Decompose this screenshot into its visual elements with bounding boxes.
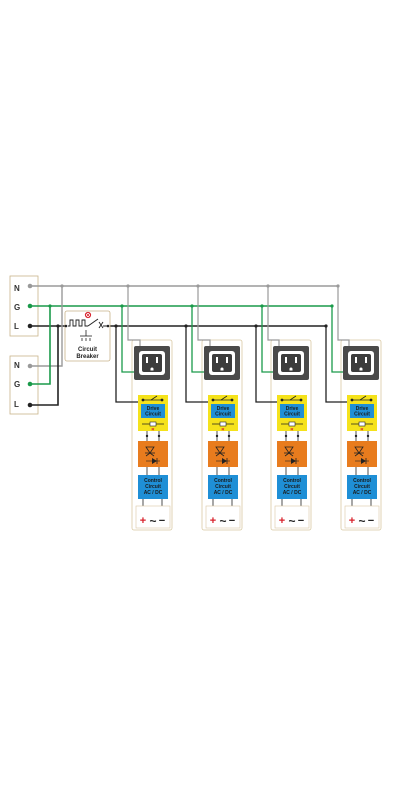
terminal-label-n: N — [14, 284, 20, 293]
terminal-label-n: N — [14, 361, 20, 370]
minus-sign: − — [298, 515, 304, 527]
terminal-label-g: G — [14, 380, 20, 389]
led-icon — [216, 458, 230, 464]
drive-label-line2: Circuit — [215, 412, 231, 418]
neutral-tap-wire — [127, 286, 141, 348]
optocoupler-box — [208, 441, 238, 467]
breaker-indicator-icon — [84, 311, 92, 319]
ground-tap-wire — [191, 306, 204, 373]
control-label-line3: AC / DC — [214, 490, 233, 496]
drive-label-line2: Circuit — [284, 412, 300, 418]
line-tap-wire — [185, 326, 213, 403]
circuit-breaker: Circuit Breaker — [64, 310, 111, 362]
terminal-label-l: L — [14, 322, 19, 331]
ground-tap-wire — [331, 306, 343, 373]
line-tap-wire — [115, 326, 143, 403]
neutral-tap-wire — [267, 286, 280, 348]
triac-icon — [354, 446, 364, 457]
line-tap-wire — [255, 326, 282, 403]
minus-sign: − — [368, 515, 374, 527]
led-icon — [355, 458, 369, 464]
control-label-line3: AC / DC — [144, 490, 163, 496]
resistor-label: R — [291, 427, 294, 432]
control-label-line2: Circuit — [145, 484, 161, 490]
triac-icon — [215, 446, 225, 457]
led-icon — [285, 458, 299, 464]
switch-icon — [87, 318, 108, 329]
outlet-icon — [204, 346, 240, 380]
control-label-line1: Control — [353, 478, 371, 484]
ground-tap-wire — [261, 306, 273, 373]
ac-wave-sign: ~ — [358, 514, 365, 528]
heater-icon — [68, 319, 88, 327]
ac-wave-sign: ~ — [219, 514, 226, 528]
power-input-symbols: +~− — [135, 505, 171, 529]
resistor-label: R — [361, 427, 364, 432]
control-label-line3: AC / DC — [353, 490, 372, 496]
control-label-line2: Circuit — [215, 484, 231, 490]
optocoupler-box — [277, 441, 307, 467]
ac-wave-sign: ~ — [288, 514, 295, 528]
plus-sign: + — [210, 515, 216, 527]
plus-sign: + — [279, 515, 285, 527]
control-label-line1: Control — [214, 478, 232, 484]
line-tap-wire — [325, 326, 352, 403]
power-input-symbols: +~− — [205, 505, 241, 529]
control-label-line1: Control — [283, 478, 301, 484]
neutral-tap-wire — [337, 286, 350, 348]
terminal-label-l: L — [14, 400, 19, 409]
terminal-label-g: G — [14, 303, 20, 312]
drive-label-line1: Drive — [217, 406, 230, 412]
control-label-line1: Control — [144, 478, 162, 484]
breaker-label-line2: Breaker — [76, 354, 99, 360]
plus-sign: + — [349, 515, 355, 527]
power-input-symbols: +~− — [344, 505, 380, 529]
minus-sign: − — [159, 515, 165, 527]
optocoupler-box — [347, 441, 377, 467]
control-label-line3: AC / DC — [283, 490, 302, 496]
plus-sign: + — [140, 515, 146, 527]
neutral-tap-wire — [197, 286, 211, 348]
triac-icon — [145, 446, 155, 457]
breaker-label-line1: Circuit — [78, 347, 97, 353]
outlet-icon — [273, 346, 309, 380]
triac-icon — [284, 446, 294, 457]
ac-wave-sign: ~ — [149, 514, 156, 528]
resistor-label: R — [222, 427, 225, 432]
control-label-line2: Circuit — [284, 484, 300, 490]
minus-sign: − — [229, 515, 235, 527]
drive-label-line1: Drive — [286, 406, 299, 412]
ground-tap-wire — [121, 306, 134, 373]
resistor-label: R — [152, 427, 155, 432]
bus-wires — [27, 283, 338, 408]
outlet-icon — [134, 346, 170, 380]
led-icon — [146, 458, 160, 464]
optocoupler-box — [138, 441, 168, 467]
drive-label-line2: Circuit — [354, 412, 370, 418]
drive-label-line1: Drive — [147, 406, 160, 412]
control-label-line2: Circuit — [354, 484, 370, 490]
drive-label-line1: Drive — [356, 406, 369, 412]
outlet-icon — [343, 346, 379, 380]
drive-label-line2: Circuit — [145, 412, 161, 418]
power-input-symbols: +~− — [274, 505, 310, 529]
